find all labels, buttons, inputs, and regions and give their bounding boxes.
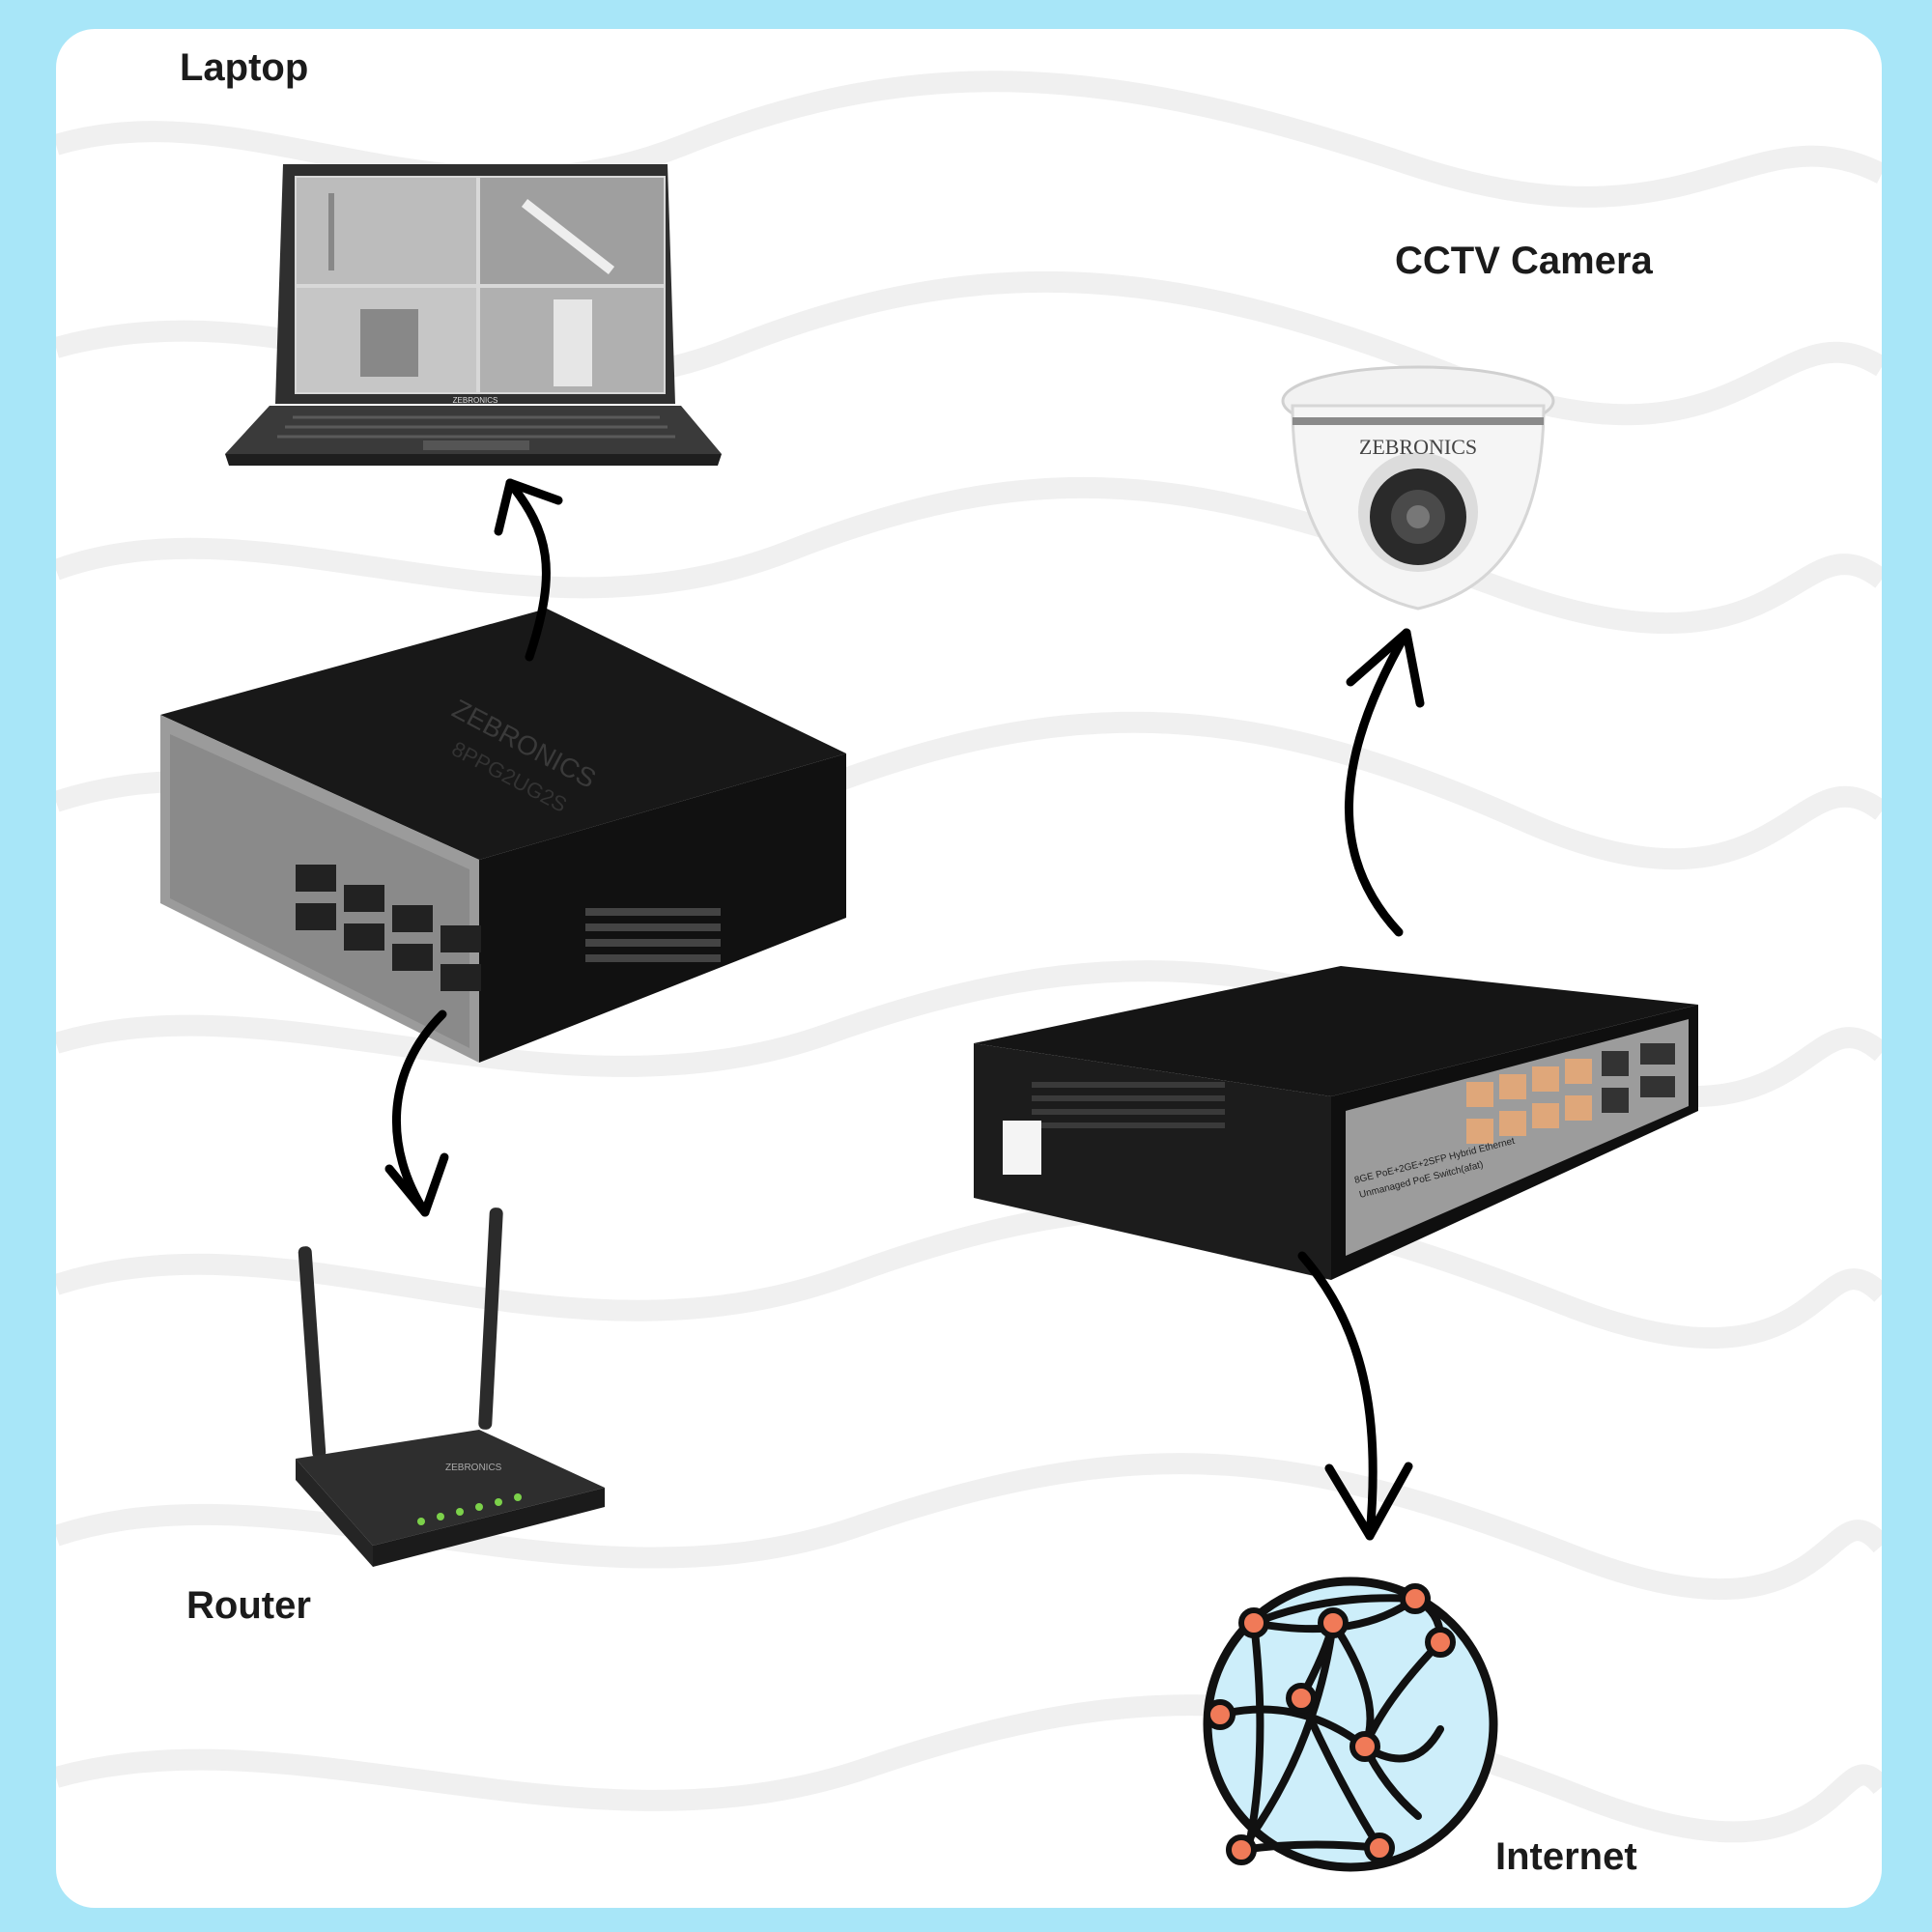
left-switch-vents xyxy=(585,908,721,962)
left-switch-icon: ZEBRONICS 8PPG2UG2S xyxy=(160,609,846,1063)
internet-label: Internet xyxy=(1495,1835,1637,1878)
cctv-camera-label: CCTV Camera xyxy=(1395,240,1653,282)
laptop-brand: ZEBRONICS xyxy=(453,396,498,405)
router-label: Router xyxy=(186,1584,311,1627)
cctv-feed-grid xyxy=(297,178,664,392)
internet-globe-icon xyxy=(1203,1577,1498,1872)
diagram-card: Laptop CCTV Camera Router Internet ZEBRO… xyxy=(56,29,1882,1908)
router-icon: ZEBRONICS xyxy=(296,1208,605,1567)
right-switch-vents xyxy=(1032,1082,1225,1128)
laptop-icon: ZEBRONICS xyxy=(225,164,722,466)
cctv-camera-icon: ZEBRONICS xyxy=(1281,365,1555,611)
router-brand: ZEBRONICS xyxy=(445,1463,502,1473)
laptop-label: Laptop xyxy=(180,46,309,89)
router-status-leds xyxy=(417,1493,522,1525)
camera-brand: ZEBRONICS xyxy=(1359,435,1477,459)
right-switch-icon: 8GE PoE+2GE+2SFP Hybrid Ethernet Unmanag… xyxy=(974,966,1698,1280)
